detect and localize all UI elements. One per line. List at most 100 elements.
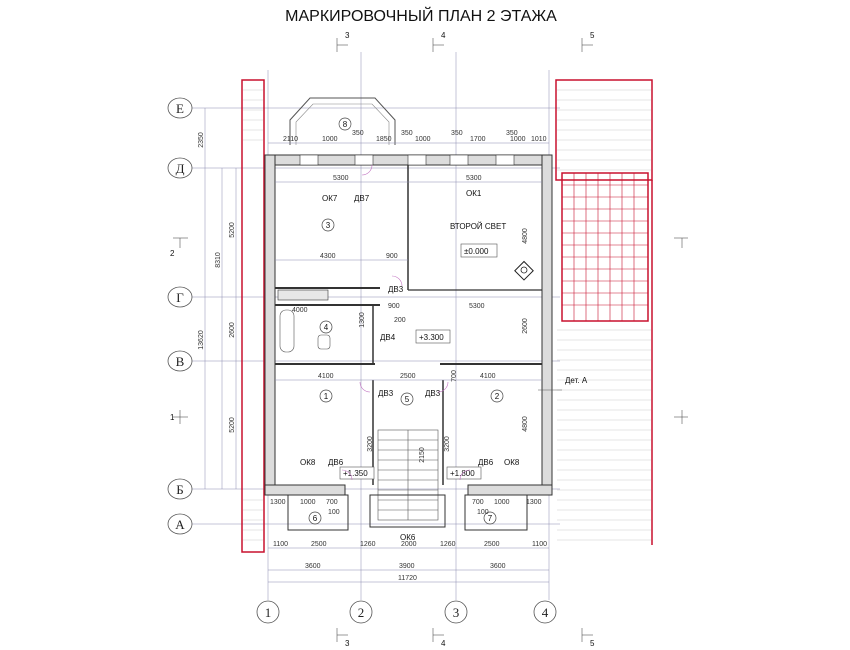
- left-dim-8310: 8310: [215, 252, 222, 268]
- dim-2500: 2500: [400, 373, 416, 380]
- left-dim-13620: 13620: [198, 330, 205, 350]
- dim-h4800b: 4800: [522, 416, 529, 432]
- top-dim-4: 1000: [415, 136, 431, 143]
- dim-700b: 700: [472, 499, 484, 506]
- staircase: [369, 429, 446, 528]
- bottom-dim-5: 2500: [484, 541, 500, 548]
- section-mark-top-4: 4: [441, 31, 446, 40]
- balconies: 6 7: [287, 494, 528, 531]
- left-dimension-lines: 2350 8310 13620 5200 2600 5200: [198, 108, 237, 489]
- dim-h3200b: 3200: [444, 436, 451, 452]
- bottom-dim-4: 1260: [440, 541, 456, 548]
- bottom-axis-dim-2: 3600: [490, 563, 506, 570]
- top-dim-9: 1010: [531, 136, 547, 143]
- dim-200: 200: [394, 317, 406, 324]
- dim-1000a: 1000: [300, 499, 316, 506]
- dim-700a: 700: [326, 499, 338, 506]
- section-mark-bottom-3: 3: [345, 639, 350, 648]
- axis-letter-b: Б: [176, 482, 183, 497]
- right-red-block: [555, 79, 653, 545]
- label-ok8-right: ОК8: [504, 458, 520, 467]
- dim-r1-w: 5300: [466, 175, 482, 182]
- room-number-2: 2: [495, 392, 500, 401]
- label-ok6: ОК6: [400, 533, 416, 542]
- bottom-dim-3: 2000: [401, 541, 417, 548]
- bottom-total-dim: 11720: [398, 575, 417, 582]
- dim-900b: 900: [388, 303, 400, 310]
- top-dim-1: 1000: [322, 136, 338, 143]
- axis-number-3: 3: [453, 605, 460, 620]
- room-number-7: 7: [488, 514, 493, 523]
- room-number-3: 3: [326, 221, 331, 230]
- bottom-dim-1: 2500: [311, 541, 327, 548]
- bottom-axis-dim-1: 3900: [399, 563, 415, 570]
- bottom-dim-2: 1260: [360, 541, 376, 548]
- top-dim-3: 1850: [376, 136, 392, 143]
- letter-axis-lines: [192, 107, 560, 525]
- bottom-dim-0: 1100: [273, 541, 288, 548]
- top-dim-7: 350: [506, 130, 518, 137]
- dim-h1300: 1300: [359, 312, 366, 328]
- outer-walls: [264, 154, 553, 496]
- label-dv6-right: ДВ6: [478, 458, 494, 467]
- label-dv7: ДВ7: [354, 194, 370, 203]
- label-level-3300: +3.300: [419, 333, 444, 342]
- axis-letter-d: Д: [176, 161, 185, 176]
- bottom-axis-dim-0: 3600: [305, 563, 321, 570]
- label-ok7: ОК7: [322, 194, 338, 203]
- label-ok8-left: ОК8: [300, 458, 316, 467]
- dim-4100a: 4100: [318, 373, 334, 380]
- left-dim-2350: 2350: [198, 132, 205, 148]
- inner-dimensions: 5300 5300 4300 900 4000 900 200 5300 410…: [270, 175, 542, 516]
- dim-900a: 900: [386, 253, 398, 260]
- dim-h2150: 2150: [419, 447, 426, 463]
- dim-100a: 100: [328, 509, 340, 516]
- room-number-8: 8: [343, 120, 348, 129]
- label-dv4: ДВ4: [380, 333, 396, 342]
- dim-5300b: 5300: [469, 303, 485, 310]
- dim-h4800a: 4800: [522, 228, 529, 244]
- axis-letter-v: В: [176, 354, 185, 369]
- axis-letter-e: Е: [176, 101, 184, 116]
- label-det-a: Дет. А: [565, 376, 588, 385]
- left-dim-5200a: 5200: [229, 222, 236, 238]
- section-marks-side: 2 1: [170, 237, 688, 424]
- top-dim-2: 350: [352, 130, 364, 137]
- label-dv3-top: ДВ3: [388, 285, 404, 294]
- dim-1300b: 1300: [526, 499, 542, 506]
- room-number-4: 4: [324, 323, 329, 332]
- section-mark-top-3: 3: [345, 31, 350, 40]
- axis-number-2: 2: [358, 605, 365, 620]
- left-dim-5200b: 5200: [229, 417, 236, 433]
- dim-r3-w: 5300: [333, 175, 349, 182]
- label-dv3-left: ДВ3: [378, 389, 394, 398]
- bottom-dimension-lines: 1100 2500 1260 2000 1260 2500 1100 3600 …: [268, 541, 549, 583]
- label-second-light: ВТОРОЙ СВЕТ: [450, 222, 506, 231]
- label-level-1350: +1.350: [343, 469, 368, 478]
- room-number-5: 5: [405, 395, 410, 404]
- dim-4100b: 4100: [480, 373, 496, 380]
- section-marks-bottom: 3 4 5: [336, 628, 595, 648]
- dim-h2600: 2600: [522, 318, 529, 334]
- section-mark-left-2: 2: [170, 249, 175, 258]
- dim-4300: 4300: [320, 253, 336, 260]
- top-dim-extra: 350: [401, 130, 413, 137]
- letter-axis-markers: Е Д Г В Б А: [167, 97, 193, 535]
- bay-window-8: 8: [289, 97, 396, 145]
- section-marks-top: 3 4 5: [336, 31, 595, 52]
- section-mark-top-5: 5: [590, 31, 595, 40]
- dim-100b: 100: [477, 509, 489, 516]
- label-level-zero: ±0.000: [464, 247, 489, 256]
- plan-title: МАРКИРОВОЧНЫЙ ПЛАН 2 ЭТАЖА: [285, 6, 557, 25]
- label-ok1: ОК1: [466, 189, 482, 198]
- axis-letter-g: Г: [176, 290, 184, 305]
- section-mark-left-1: 1: [170, 413, 175, 422]
- top-dim-0: 2110: [283, 136, 298, 143]
- left-dim-2600: 2600: [229, 322, 236, 338]
- top-dim-8: 1000: [510, 136, 526, 143]
- dim-h700: 700: [451, 370, 458, 382]
- top-dimension-line: 2110 1000 350 1850 1000 350 1700 350 100…: [268, 130, 549, 144]
- label-dv6-left: ДВ6: [328, 458, 344, 467]
- room-number-6: 6: [313, 514, 318, 523]
